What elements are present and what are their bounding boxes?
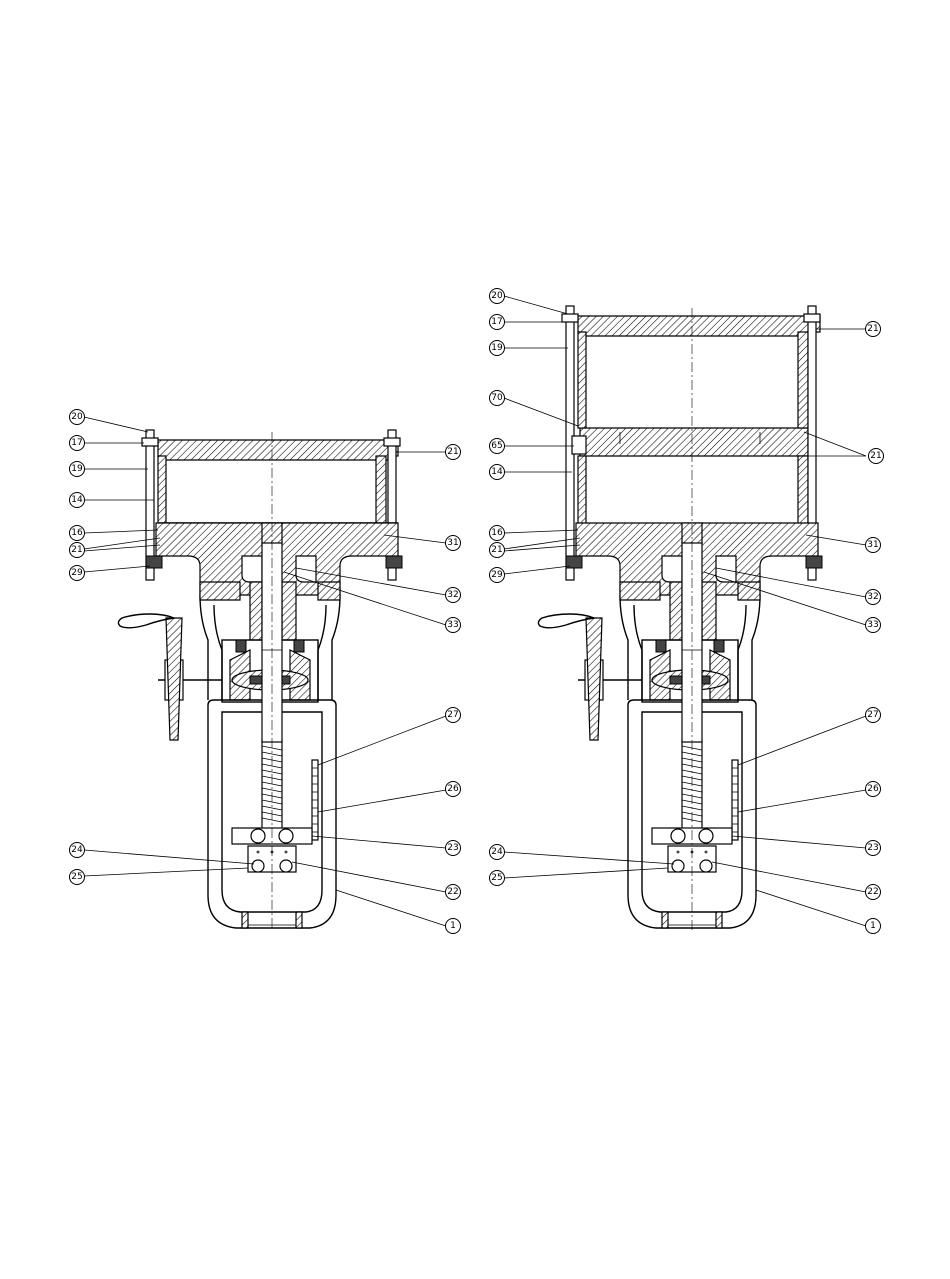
svg-text:26: 26 — [447, 784, 459, 794]
callout-balloon: 25 — [70, 870, 85, 885]
callout-balloon: 14 — [70, 493, 85, 508]
nut-top-right — [384, 438, 400, 446]
callout-balloon: 32 — [446, 588, 461, 603]
callout-balloon: 29 — [70, 566, 85, 581]
svg-text:17: 17 — [491, 317, 502, 327]
callout-balloon: 21 — [866, 322, 881, 337]
svg-text:32: 32 — [867, 592, 878, 602]
svg-text:32: 32 — [447, 590, 458, 600]
svg-text:19: 19 — [491, 343, 503, 353]
callout-balloon: 21 — [70, 543, 85, 558]
svg-text:24: 24 — [491, 847, 503, 857]
svg-text:31: 31 — [447, 538, 458, 548]
svg-text:20: 20 — [491, 291, 503, 301]
svg-text:27: 27 — [447, 710, 458, 720]
nut-top-left — [142, 438, 158, 446]
callout-balloon: 20 — [70, 410, 85, 425]
svg-text:1: 1 — [450, 921, 456, 931]
top-cover — [158, 440, 398, 460]
svg-text:31: 31 — [867, 540, 878, 550]
svg-text:23: 23 — [447, 843, 458, 853]
callout-balloon: 32 — [866, 590, 881, 605]
callout-balloon: 21 — [446, 445, 461, 460]
svg-text:33: 33 — [447, 620, 458, 630]
callout-balloon: 65 — [490, 439, 505, 454]
svg-text:21: 21 — [491, 545, 502, 555]
callout-balloon: 21 — [490, 543, 505, 558]
svg-text:21: 21 — [867, 324, 878, 334]
callout-balloon: 33 — [866, 618, 881, 633]
callout-balloon: 22 — [866, 885, 881, 900]
callout-balloon: 25 — [490, 871, 505, 886]
svg-text:22: 22 — [867, 887, 878, 897]
callout-balloon: 16 — [490, 526, 505, 541]
callout-balloon: 16 — [70, 526, 85, 541]
callout-balloon: 24 — [490, 845, 505, 860]
svg-text:1: 1 — [870, 921, 876, 931]
svg-text:21: 21 — [870, 451, 881, 461]
cylinder-wall-left — [158, 456, 166, 524]
callout-balloon: 14 — [490, 465, 505, 480]
top-cover — [578, 316, 820, 336]
callout-balloon: 70 — [490, 391, 505, 406]
callout-balloon: 20 — [490, 289, 505, 304]
svg-text:33: 33 — [867, 620, 878, 630]
callout-balloon: 1 — [866, 919, 881, 934]
callout-balloon: 23 — [446, 841, 461, 856]
svg-text:21: 21 — [447, 447, 458, 457]
svg-text:65: 65 — [491, 441, 502, 451]
svg-text:70: 70 — [491, 393, 503, 403]
tandem-cylinder-view — [538, 306, 822, 930]
callout-balloon: 29 — [490, 568, 505, 583]
svg-text:22: 22 — [447, 887, 458, 897]
callout-balloon: 17 — [490, 315, 505, 330]
svg-text:19: 19 — [71, 464, 83, 474]
callout-balloon: 31 — [866, 538, 881, 553]
callout-balloon: 1 — [446, 919, 461, 934]
svg-text:25: 25 — [71, 872, 82, 882]
callout-balloon: 23 — [866, 841, 881, 856]
svg-text:14: 14 — [71, 495, 83, 505]
callout-balloon: 26 — [446, 782, 461, 797]
callout-balloon: 26 — [866, 782, 881, 797]
callout-balloon: 21 — [869, 449, 884, 464]
port-fitting — [572, 436, 586, 454]
callout-balloon: 24 — [70, 843, 85, 858]
callout-balloon: 22 — [446, 885, 461, 900]
svg-text:16: 16 — [491, 528, 503, 538]
svg-text:23: 23 — [867, 843, 878, 853]
cylinder-wall-right — [376, 456, 386, 524]
callout-balloon: 33 — [446, 618, 461, 633]
svg-text:27: 27 — [867, 710, 878, 720]
svg-text:25: 25 — [491, 873, 502, 883]
callout-balloon: 19 — [490, 341, 505, 356]
svg-text:21: 21 — [71, 545, 82, 555]
callout-balloon: 27 — [866, 708, 881, 723]
callout-balloon: 31 — [446, 536, 461, 551]
svg-text:29: 29 — [71, 568, 83, 578]
svg-text:14: 14 — [491, 467, 503, 477]
svg-text:29: 29 — [491, 570, 503, 580]
svg-text:24: 24 — [71, 845, 83, 855]
svg-text:20: 20 — [71, 412, 83, 422]
callout-balloon: 19 — [70, 462, 85, 477]
callout-balloon: 27 — [446, 708, 461, 723]
svg-text:26: 26 — [867, 784, 879, 794]
callout-balloon: 17 — [70, 436, 85, 451]
svg-text:17: 17 — [71, 438, 82, 448]
single-cylinder-view — [118, 430, 402, 930]
intermediate-plate — [580, 428, 808, 456]
svg-text:16: 16 — [71, 528, 83, 538]
